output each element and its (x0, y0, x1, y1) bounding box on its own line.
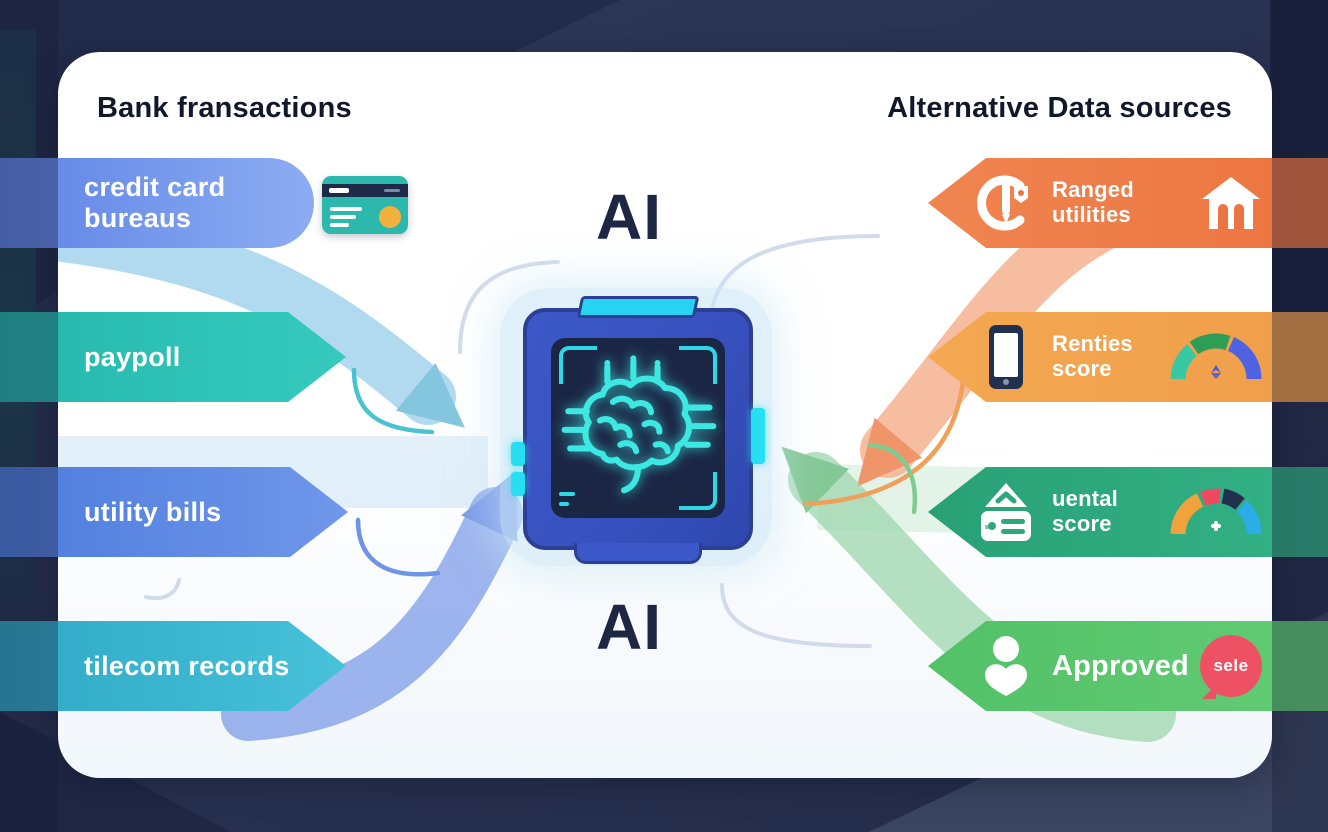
speech-bubble-icon: sele (1200, 635, 1262, 697)
card-number (384, 189, 400, 192)
screen-dash (559, 502, 569, 506)
ai-brain-chip-icon (511, 296, 765, 564)
rental-document-icon (974, 481, 1038, 543)
card-stripe (322, 184, 408, 197)
main-card: Bank fransactions Alternative Data sourc… (58, 52, 1272, 778)
ribbon-label: Renties score (1052, 331, 1133, 381)
chip-left-pin (511, 472, 525, 496)
ribbon-tilecom-records: tilecom records (0, 621, 346, 711)
ribbon-label: tilecom records (84, 650, 290, 681)
left-column-title: Bank fransactions (97, 92, 352, 124)
right-column-title: Alternative Data sources (887, 92, 1232, 124)
score-gauge-icon (1170, 331, 1262, 383)
ai-label-top: AI (596, 181, 662, 253)
house-icon (1200, 175, 1262, 231)
meter-icon (974, 172, 1038, 234)
ribbon-label: Approved (1052, 649, 1189, 682)
screen-bracket-icon (679, 346, 717, 384)
screen-dash (559, 492, 575, 496)
chip-screen (551, 338, 725, 518)
card-line (330, 207, 362, 211)
credit-card-icon (322, 176, 408, 234)
ribbon-label: utility bills (84, 496, 222, 527)
ribbon-label: uental score (1052, 486, 1118, 536)
person-icon (974, 635, 1038, 697)
screen-bracket-icon (559, 346, 597, 384)
ribbon-label: paypoll (84, 341, 181, 372)
chip-top-notch (576, 296, 700, 318)
ribbon-credit-card-bureaus: credit card bureaus (0, 158, 314, 248)
card-line (330, 215, 356, 219)
ribbon-label: credit card bureaus (84, 172, 226, 233)
score-gauge-icon (1170, 486, 1262, 538)
chip-left-pin (511, 442, 525, 466)
ribbon-renties-score: Renties score (928, 312, 1328, 402)
ribbon-paypoll: paypoll (0, 312, 346, 402)
card-signature (329, 188, 349, 193)
screen-bracket-icon (679, 472, 717, 510)
ribbon-label: Ranged utilities (1052, 177, 1134, 227)
smartphone-icon (974, 324, 1038, 390)
card-coin (379, 206, 401, 228)
ribbon-approved: Approved sele (928, 621, 1328, 711)
ribbon-uental-score: uental score (928, 467, 1328, 557)
ai-label-bottom: AI (596, 591, 662, 663)
bubble-text: sele (1213, 656, 1249, 675)
chip-bottom-notch (574, 543, 702, 564)
neon-brain-icon (561, 355, 717, 494)
ribbon-ranged-utilities: Ranged utilities (928, 158, 1328, 248)
card-line (330, 223, 349, 227)
chip-right-pin (751, 408, 765, 464)
ribbon-utility-bills: utility bills (0, 467, 348, 557)
